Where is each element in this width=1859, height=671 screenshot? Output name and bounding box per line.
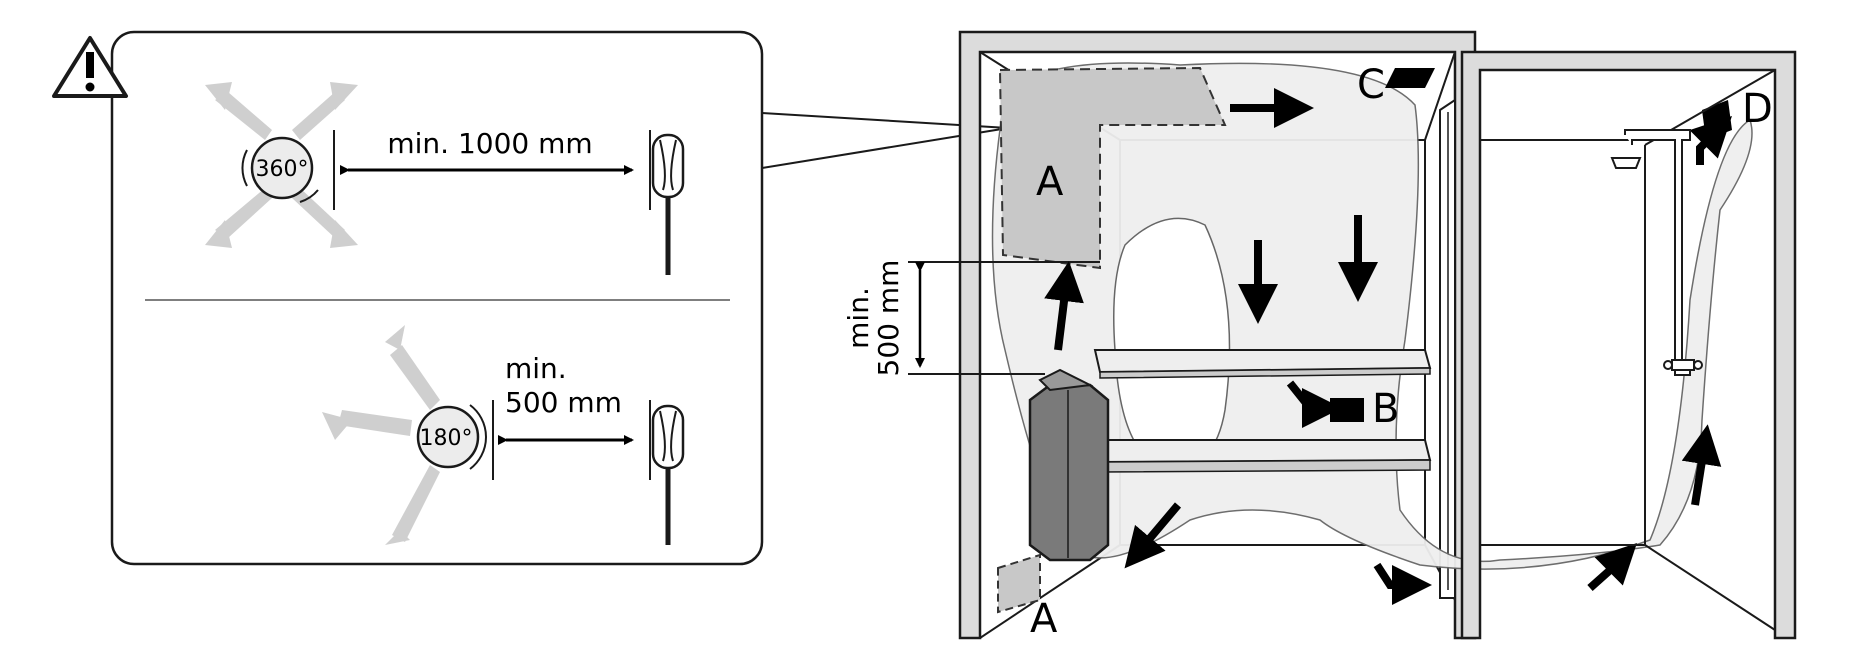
room-distance-label-line1: min. xyxy=(842,287,875,349)
airflow-arrow-icon xyxy=(322,325,440,545)
sensor-icon xyxy=(416,405,480,469)
label-b: B xyxy=(1372,386,1399,432)
airflow-arrow-icon xyxy=(1044,215,1722,569)
vent-b-icon xyxy=(1330,398,1364,422)
sauna-heater xyxy=(1028,368,1110,562)
zone-label-a-lower: A xyxy=(1030,596,1058,642)
label-d: D xyxy=(1742,86,1773,132)
warning-icon xyxy=(52,36,128,98)
zone-label-a-upper: A xyxy=(1036,159,1064,205)
distance-label-500-line1: min. xyxy=(505,352,567,385)
angle-label-180: 180° xyxy=(420,426,473,451)
heater-icon xyxy=(651,404,685,545)
vent-d-icon xyxy=(1702,100,1732,140)
distance-label-1000: min. 1000 mm xyxy=(387,127,592,160)
sensor-180-diagram: 180° min. 500 mm xyxy=(322,325,685,545)
sauna-room: min. 500 mm A A B C D xyxy=(842,30,1773,642)
room-distance-label-line2: 500 mm xyxy=(872,260,905,377)
sensor-360-diagram: 360° min. 1000 mm xyxy=(205,82,685,275)
heater-icon xyxy=(651,133,685,275)
distance-label-500-line2: 500 mm xyxy=(505,386,622,419)
airflow-arrow-icon xyxy=(205,82,358,248)
shower-icon xyxy=(1610,129,1703,376)
airflow-arrow-icon xyxy=(1286,116,1732,605)
angle-label-360: 360° xyxy=(256,157,309,182)
vent-c-icon xyxy=(1385,68,1435,88)
label-c: C xyxy=(1357,62,1385,108)
sensor-icon xyxy=(250,136,314,200)
shower-room xyxy=(1460,50,1797,640)
